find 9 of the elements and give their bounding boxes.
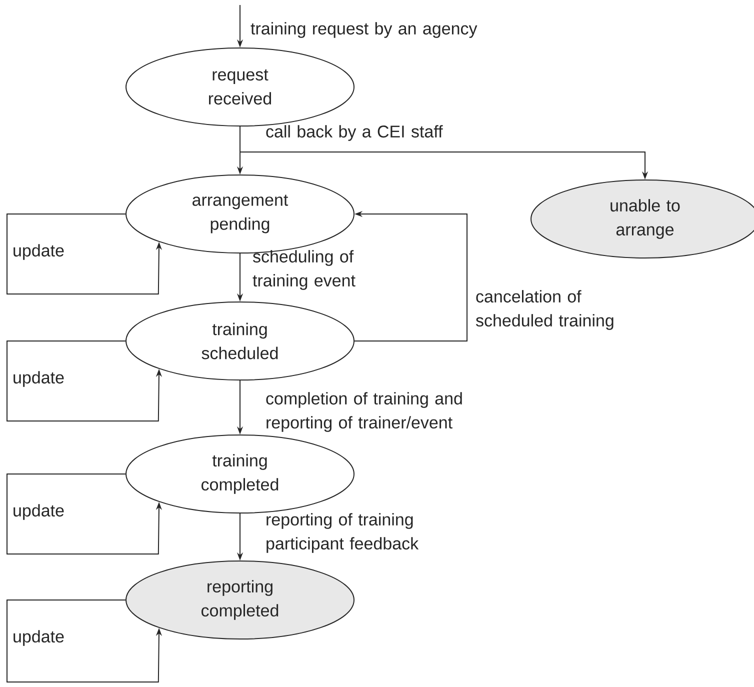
edge-label: training request by an agency bbox=[250, 22, 478, 38]
edge-label: update bbox=[14, 371, 64, 387]
edge-label: reporting of training participant feedback bbox=[266, 513, 419, 553]
edge-label: cancelation of scheduled training bbox=[476, 290, 614, 330]
edge-label: completion of training and reporting of trainer/event bbox=[266, 392, 462, 432]
edge-label: call back by a CEI staff bbox=[266, 125, 443, 141]
edge-label: update bbox=[14, 244, 64, 260]
edge-label: update bbox=[14, 630, 64, 646]
edge-label: update bbox=[14, 504, 64, 520]
